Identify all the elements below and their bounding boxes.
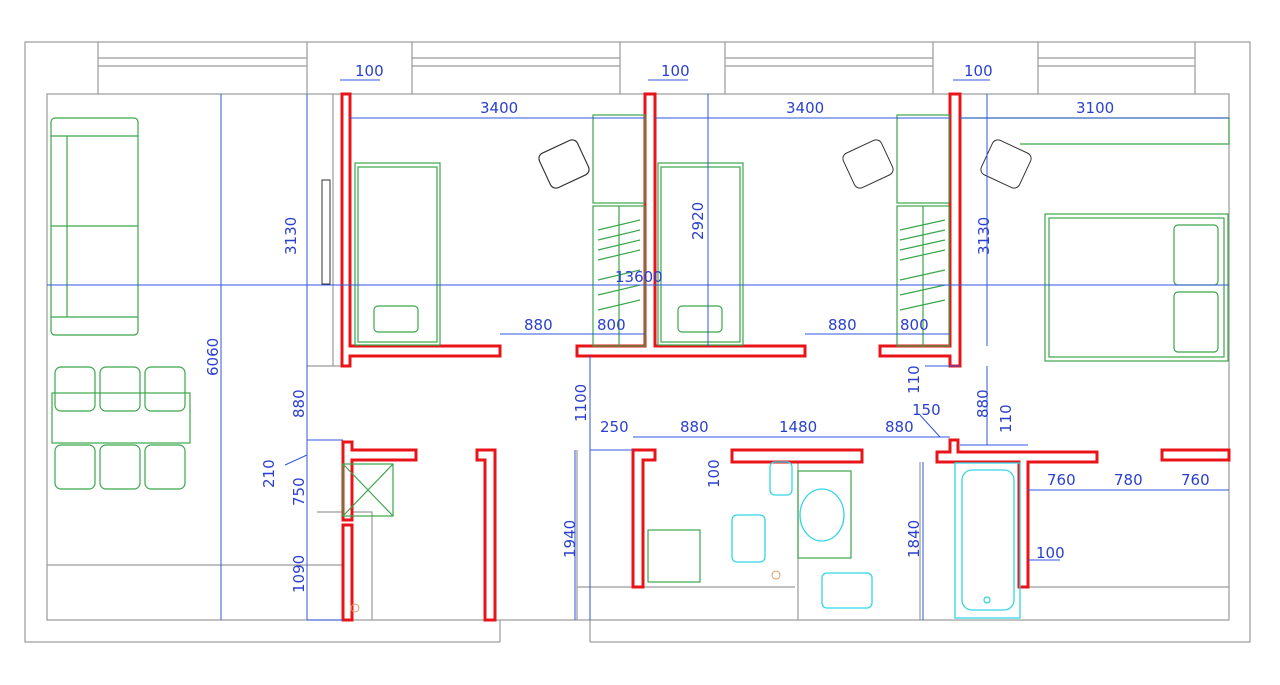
dim-label: 3130 <box>282 217 300 255</box>
dim-label: 1840 <box>905 520 923 558</box>
dim-label: 880 <box>290 389 308 418</box>
dim-label: 750 <box>290 477 308 506</box>
ventilation-shaft <box>342 463 394 517</box>
dim-label: 2920 <box>689 202 707 240</box>
building-outline <box>24 41 1251 643</box>
dim-label: 1090 <box>290 555 308 593</box>
dim-label: 110 <box>905 365 923 394</box>
dim-label: 100 <box>355 62 384 80</box>
dim-label: 150 <box>912 401 941 419</box>
dim-label: 880 <box>680 418 709 436</box>
dim-label: 3400 <box>480 99 518 117</box>
dim-label: 800 <box>597 316 626 334</box>
double-bed <box>1044 213 1229 362</box>
bed-1 <box>354 162 441 346</box>
tv <box>321 179 331 285</box>
walls <box>340 92 1231 622</box>
bathroom-1-fixtures <box>647 461 873 609</box>
dim-label: 110 <box>997 404 1015 433</box>
dim-label: 1480 <box>779 418 817 436</box>
dimension-lines <box>47 79 1229 621</box>
dimension-labels: 100 100 100 3400 3400 3100 3130 2920 313… <box>204 62 1210 593</box>
dim-label: 880 <box>974 389 992 418</box>
sofa <box>50 117 139 336</box>
dim-label: 100 <box>705 459 723 488</box>
dim-label: 100 <box>964 62 993 80</box>
dim-label: 3100 <box>1076 99 1114 117</box>
desk-2 <box>896 114 950 347</box>
dim-label: 100 <box>661 62 690 80</box>
dim-label: 780 <box>1114 471 1143 489</box>
dim-label: 250 <box>600 418 629 436</box>
boiler-icon <box>350 603 360 613</box>
armchair-2 <box>842 139 894 189</box>
dim-label: 800 <box>900 316 929 334</box>
dim-label: 210 <box>260 459 278 488</box>
dim-label: 880 <box>885 418 914 436</box>
dim-label: 1100 <box>572 384 590 422</box>
balcony-windows <box>97 42 1196 94</box>
dim-label: 100 <box>1036 544 1065 562</box>
dim-label: 6060 <box>204 338 222 376</box>
dim-label: 760 <box>1047 471 1076 489</box>
armchair-1 <box>538 139 590 189</box>
dim-label: 760 <box>1181 471 1210 489</box>
bed-2 <box>657 162 744 346</box>
dim-label: 3400 <box>786 99 824 117</box>
dim-label: 13600 <box>615 268 663 286</box>
desk-1 <box>592 114 646 347</box>
dim-label: 3130 <box>975 217 993 255</box>
bathtub <box>954 462 1021 619</box>
dining-table <box>51 366 191 490</box>
dim-label: 1940 <box>561 520 579 558</box>
dim-label: 880 <box>524 316 553 334</box>
dim-label: 880 <box>828 316 857 334</box>
